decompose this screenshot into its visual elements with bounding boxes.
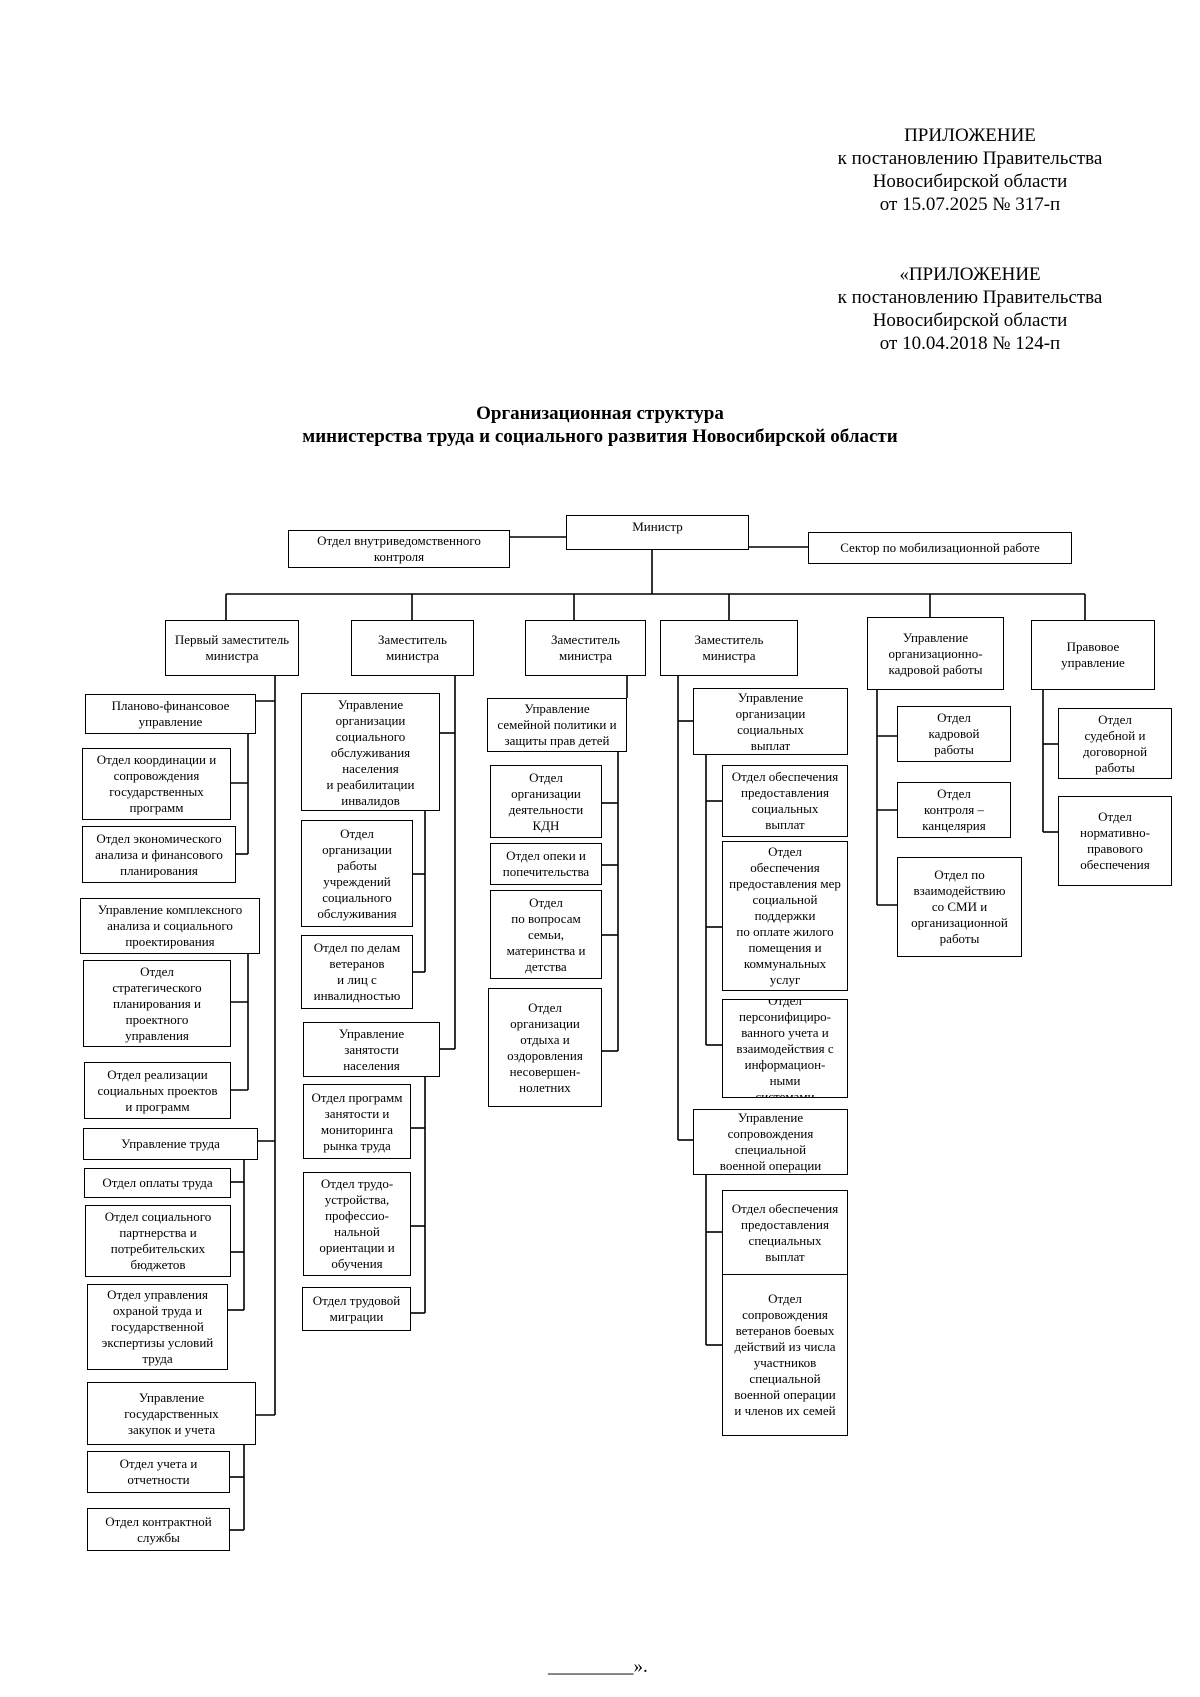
minister-box: Министр <box>566 515 749 550</box>
complex-analysis-directorate: Управление комплексного анализа и социал… <box>80 898 260 954</box>
unit-box: Отдел оплаты труда <box>84 1168 231 1198</box>
header-line: к постановлению Правительства <box>837 287 1103 308</box>
header-line: Новосибирской области <box>872 310 1068 331</box>
unit-box: Отдел экономического анализа и финансово… <box>82 826 236 883</box>
appendix-header-current: ПРИЛОЖЕНИЕ к постановлению Правительства… <box>820 124 1120 216</box>
unit-box: Отдел судебной и договорной работы <box>1058 708 1172 779</box>
unit-box: Отдел контроля – канцелярия <box>897 782 1011 838</box>
header-line: ПРИЛОЖЕНИЕ <box>904 125 1036 146</box>
employment-directorate: Управление занятости населения <box>303 1022 440 1077</box>
labor-directorate: Управление труда <box>83 1128 258 1160</box>
mobilization-sector-box: Сектор по мобилизационной работе <box>808 532 1072 564</box>
procurement-directorate: Управление государственных закупок и уче… <box>87 1382 256 1445</box>
unit-box: Отдел учета и отчетности <box>87 1451 230 1493</box>
unit-box: Отдел социального партнерства и потребит… <box>85 1205 231 1277</box>
family-policy-directorate: Управление семейной политики и защиты пр… <box>487 698 627 752</box>
social-services-directorate: Управление организации социального обслу… <box>301 693 440 811</box>
page-title: Организационная структура министерства т… <box>0 402 1200 448</box>
unit-box: Отдел обеспечения предоставления мер соц… <box>722 841 848 991</box>
deputy-box-1: Заместитель министра <box>351 620 474 676</box>
unit-box: Отдел персонифициро- ванного учета и вза… <box>722 999 848 1098</box>
legal-directorate-box: Правовое управление <box>1031 620 1155 690</box>
first-deputy-box: Первый заместитель министра <box>165 620 299 676</box>
unit-box: Отдел нормативно- правового обеспечения <box>1058 796 1172 886</box>
unit-box: Отдел организации деятельности КДН <box>490 765 602 838</box>
unit-box: Отдел реализации социальных проектов и п… <box>84 1062 231 1119</box>
header-line: Новосибирской области <box>872 171 1068 192</box>
header-line: от 15.07.2025 № 317-п <box>879 194 1061 215</box>
planning-finance-directorate: Планово-финансовое управление <box>85 694 256 734</box>
hr-directorate-box: Управление организационно- кадровой рабо… <box>867 617 1004 690</box>
internal-control-box: Отдел внутриведомственного контроля <box>288 530 510 568</box>
unit-box: Отдел управления охраной труда и государ… <box>87 1284 228 1370</box>
unit-box: Отдел по взаимодействию со СМИ и организ… <box>897 857 1022 957</box>
unit-box: Отдел организации отдыха и оздоровления … <box>488 988 602 1107</box>
title-line: министерства труда и социального развити… <box>302 426 898 447</box>
deputy-box-3: Заместитель министра <box>660 620 798 676</box>
unit-box: Отдел обеспечения предоставления социаль… <box>722 765 848 837</box>
header-line: к постановлению Правительства <box>837 148 1103 169</box>
header-line: «ПРИЛОЖЕНИЕ <box>899 264 1041 285</box>
unit-box: Отдел обеспечения предоставления специал… <box>722 1190 848 1275</box>
title-line: Организационная структура <box>476 403 724 424</box>
closing-mark: _________». <box>548 1656 648 1677</box>
unit-box: Отдел контрактной службы <box>87 1508 230 1551</box>
unit-box: Отдел организации работы учреждений соци… <box>301 820 413 927</box>
unit-box: Отдел координации и сопровождения госуда… <box>82 748 231 820</box>
unit-box: Отдел программ занятости и мониторинга р… <box>303 1084 411 1159</box>
header-line: от 10.04.2018 № 124-п <box>879 333 1061 354</box>
unit-box: Отдел стратегического планирования и про… <box>83 960 231 1047</box>
unit-box: Отдел трудовой миграции <box>302 1287 411 1331</box>
unit-box: Отдел по делам ветеранов и лиц с инвалид… <box>301 935 413 1009</box>
deputy-box-2: Заместитель министра <box>525 620 646 676</box>
svo-support-directorate: Управление сопровождения специальной вое… <box>693 1109 848 1175</box>
unit-box: Отдел трудо- устройства, профессио- наль… <box>303 1172 411 1276</box>
unit-box: Отдел опеки и попечительства <box>490 843 602 885</box>
unit-box: Отдел кадровой работы <box>897 706 1011 762</box>
unit-box: Отдел сопровождения ветеранов боевых дей… <box>722 1274 848 1436</box>
social-payments-directorate: Управление организации социальных выплат <box>693 688 848 755</box>
appendix-header-previous: «ПРИЛОЖЕНИЕ к постановлению Правительств… <box>820 263 1120 355</box>
unit-box: Отдел по вопросам семьи, материнства и д… <box>490 890 602 979</box>
